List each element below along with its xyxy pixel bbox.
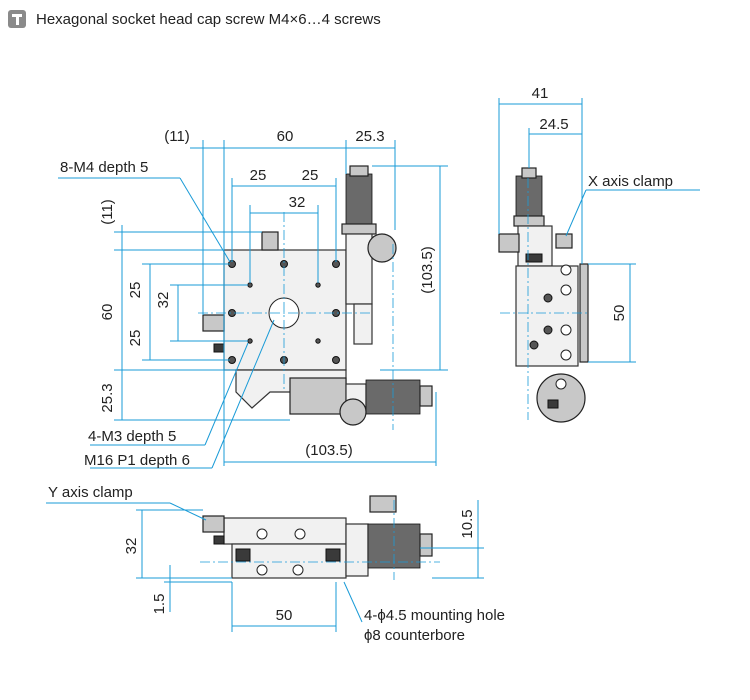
m3-hole	[247, 338, 253, 344]
x-micrometer-thimble	[345, 173, 373, 225]
x-micrometer	[341, 165, 397, 345]
front-top-knob	[369, 495, 397, 513]
dim-41-side: 41	[532, 85, 549, 102]
header: Hexagonal socket head cap screw M4×6…4 s…	[8, 6, 381, 32]
left-stub	[202, 314, 225, 332]
y-micrometer-cap	[419, 385, 433, 407]
side-micrometer-thimble	[515, 175, 543, 217]
dim-50-side: 50	[611, 305, 628, 322]
front-view	[200, 495, 440, 580]
x-micrometer-lock	[367, 233, 397, 263]
y-micrometer	[289, 377, 433, 426]
front-screw	[292, 564, 304, 576]
dim-11-left: (11)	[99, 199, 116, 225]
side-hole	[543, 293, 553, 303]
dim-10-5-front: 10.5	[459, 509, 476, 538]
side-screw	[560, 264, 572, 276]
front-dimension-lines	[141, 500, 479, 627]
side-x-clamp	[555, 233, 573, 249]
callout-y-clamp: Y axis clamp	[48, 484, 133, 501]
front-dark-block	[213, 535, 225, 545]
side-hole	[529, 340, 539, 350]
dim-25-3-top: 25.3	[355, 128, 384, 145]
screw-icon	[8, 10, 26, 28]
top-dimension-lines	[121, 147, 441, 463]
top-extension-lines	[114, 140, 448, 466]
m3-hole	[247, 282, 253, 288]
dim-103-5-right: (103.5)	[419, 246, 436, 294]
side-dimension-lines	[499, 103, 631, 362]
m3-holes	[247, 282, 321, 344]
side-screw	[560, 349, 572, 361]
top-leaders	[58, 177, 275, 469]
callout-m3: 4-M3 depth 5	[88, 428, 176, 445]
m3-hole	[315, 338, 321, 344]
side-left-stub	[498, 233, 520, 253]
callout-m4: 8-M4 depth 5	[60, 159, 148, 176]
dim-103-5-bottom: (103.5)	[305, 442, 353, 459]
callout-m16: M16 P1 depth 6	[84, 452, 190, 469]
x-micrometer-collar	[341, 223, 377, 235]
front-top-plate	[223, 517, 347, 545]
dim-25-top-right: 25	[302, 167, 319, 184]
dim-32-front: 32	[123, 538, 140, 555]
y-micrometer-body	[289, 377, 347, 415]
m3-hole	[315, 282, 321, 288]
m4-hole	[332, 356, 340, 364]
side-stage-body	[515, 265, 579, 367]
top-view	[198, 165, 433, 430]
dim-25-3-left: 25.3	[99, 383, 116, 412]
top-clamp-knob	[261, 231, 279, 251]
front-dark-block	[235, 548, 251, 562]
side-y-micrometer	[536, 373, 586, 423]
callout-counterbore: ϕ8 counterbore	[364, 627, 465, 644]
side-extension-lines	[498, 98, 636, 363]
front-micrometer-sleeve	[345, 523, 369, 577]
front-screw	[294, 528, 306, 540]
side-screw	[560, 284, 572, 296]
callout-x-clamp: X axis clamp	[588, 173, 673, 190]
dim-60-left: 60	[99, 304, 116, 321]
dim-25-left-lower: 25	[127, 330, 144, 347]
dim-25-left-upper: 25	[127, 282, 144, 299]
front-extension-lines	[136, 509, 484, 632]
header-text: Hexagonal socket head cap screw M4×6…4 s…	[36, 10, 381, 28]
dim-24-5-side: 24.5	[539, 116, 568, 133]
dim-50-front: 50	[276, 607, 293, 624]
left-small-block	[213, 343, 225, 353]
front-leaders	[46, 502, 363, 623]
side-y-screw	[555, 378, 567, 390]
x-micrometer-spindle	[353, 303, 373, 345]
dim-60-top: 60	[277, 128, 294, 145]
side-hole	[543, 325, 553, 335]
dim-11-top: (11)	[164, 128, 190, 145]
dim-32-top: 32	[289, 194, 306, 211]
side-screw	[560, 324, 572, 336]
dim-1-5-front: 1.5	[151, 594, 168, 615]
callout-mount-hole: 4-ϕ4.5 mounting hole	[364, 607, 505, 624]
side-micrometer-cap	[521, 167, 537, 179]
front-screw	[256, 528, 268, 540]
side-y-block	[547, 399, 559, 409]
front-screw	[256, 564, 268, 576]
dim-32-left: 32	[155, 292, 172, 309]
front-micrometer-cap	[419, 533, 433, 557]
side-dark-block	[525, 253, 543, 263]
front-y-clamp	[202, 515, 225, 533]
x-micrometer-cap	[349, 165, 369, 177]
y-micrometer-lock	[339, 398, 367, 426]
front-dark-block	[325, 548, 341, 562]
side-micrometer-collar	[513, 215, 545, 227]
side-leaders	[565, 189, 700, 237]
dim-25-top-left: 25	[250, 167, 267, 184]
side-view	[498, 167, 590, 423]
